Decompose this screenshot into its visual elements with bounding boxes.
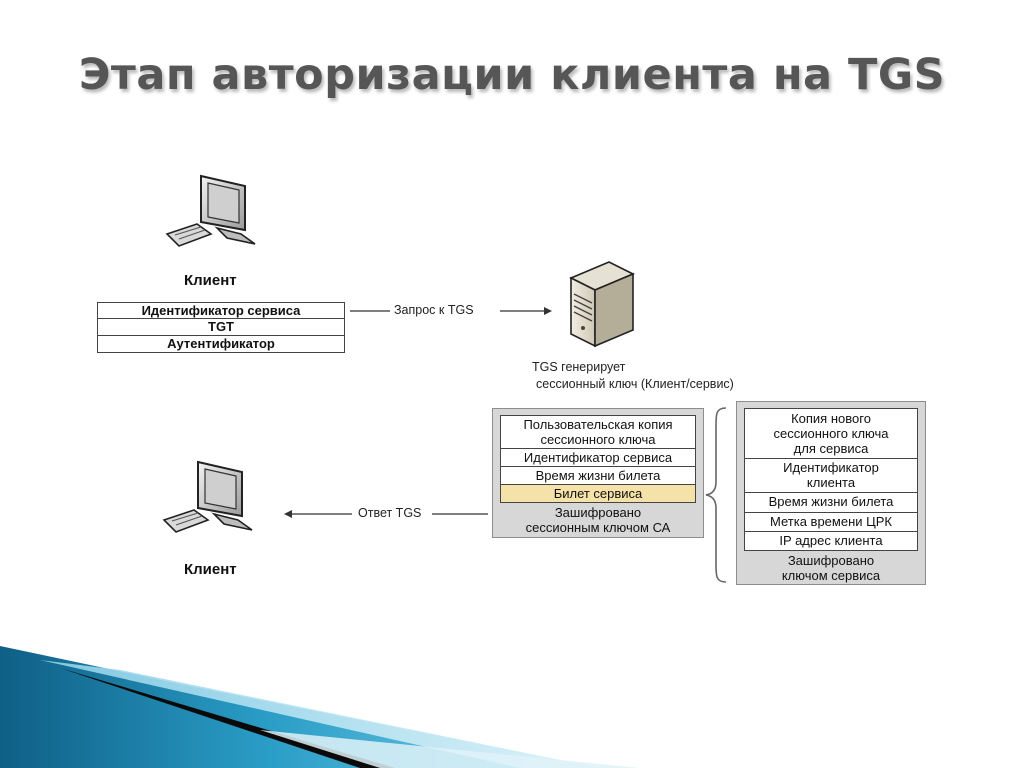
ticket-client-id: Идентификатор клиента xyxy=(744,459,918,493)
ticket-timestamp: Метка времени ЦРК xyxy=(744,513,918,532)
ticket-client-ip: IP адрес клиента xyxy=(744,532,918,551)
reply-row: Время жизни билета xyxy=(500,467,696,485)
server-caption-line1: TGS генерирует xyxy=(532,360,626,374)
arrow-left-icon xyxy=(284,510,488,518)
field-service-id: Идентификатор сервиса xyxy=(97,302,345,319)
reply-row: Идентификатор сервиса xyxy=(500,449,696,467)
server-icon xyxy=(569,261,635,348)
server-caption-line2: сессионный ключ (Клиент/сервис) xyxy=(536,377,734,391)
tgs-reply-footer-line2: сессионным ключом СА xyxy=(525,520,671,535)
computer-icon xyxy=(165,174,256,247)
decorative-ribbon xyxy=(0,646,640,768)
ticket-lifetime: Время жизни билета xyxy=(744,493,918,513)
request-label: Запрос к TGS xyxy=(394,303,474,317)
reply-row: Билет сервиса xyxy=(500,485,696,503)
computer-icon xyxy=(162,460,253,533)
reply-label: Ответ TGS xyxy=(358,506,422,520)
brace-icon xyxy=(705,407,727,583)
field-tgt: TGT xyxy=(97,319,345,336)
reply-row: Пользовательская копия сессионного ключа xyxy=(500,415,696,449)
service-ticket-footer: Зашифровано ключом сервиса xyxy=(781,553,881,583)
tgs-reply-packet: Пользовательская копия сессионного ключа… xyxy=(492,408,704,538)
field-authenticator: Аутентификатор xyxy=(97,336,345,353)
arrow-right-icon xyxy=(350,307,552,315)
client-bottom-label: Клиент xyxy=(184,561,237,578)
client-top-label: Клиент xyxy=(184,272,237,289)
client-request-fields: Идентификатор сервиса TGT Аутентификатор xyxy=(97,302,345,353)
service-ticket: Копия нового сессионного ключа для серви… xyxy=(736,401,926,585)
ticket-session-key: Копия нового сессионного ключа для серви… xyxy=(744,408,918,459)
tgs-reply-footer: Зашифровано сессионным ключом СА xyxy=(500,505,696,535)
slide-title: Этап авторизации клиента на TGS xyxy=(78,50,946,100)
tgs-reply-footer-line1: Зашифровано xyxy=(554,505,642,520)
